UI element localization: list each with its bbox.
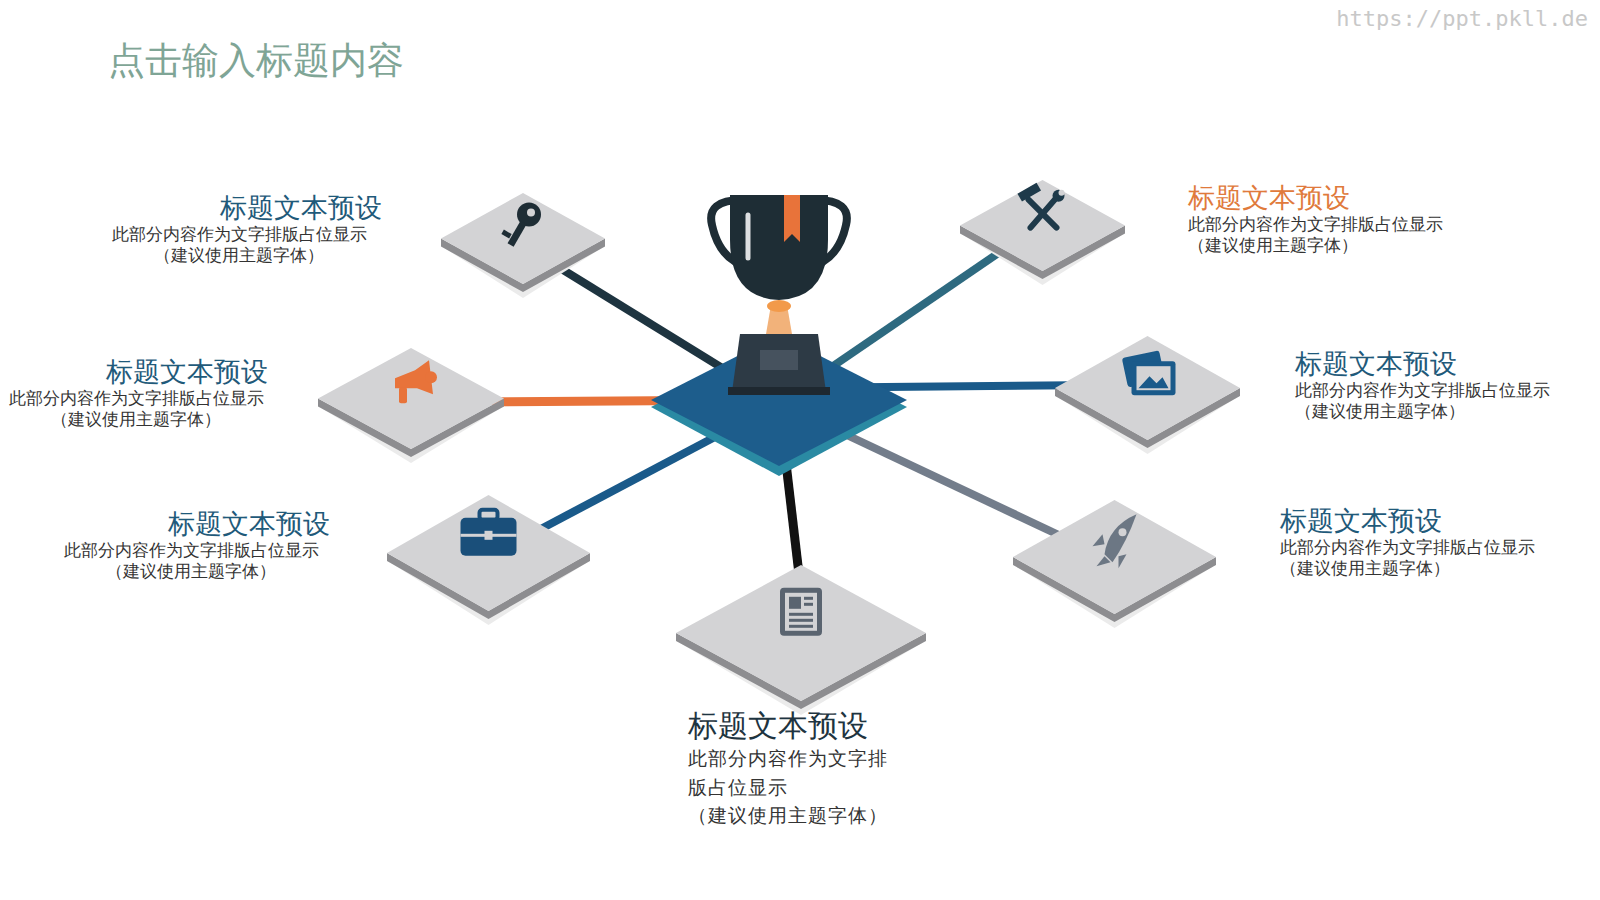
tile-heading: 标题文本预设 xyxy=(688,706,910,745)
tile-shape xyxy=(318,348,504,463)
tile-face xyxy=(1055,336,1240,440)
icon-tile: 标题文本预设此部分内容作为文字排版占位显示 （建议使用主题字体） xyxy=(1055,336,1240,454)
trophy-ribbon xyxy=(784,195,800,242)
tile-body: 此部分内容作为文字排版占位显示 （建议使用主题字体） xyxy=(1280,538,1570,579)
tile-body: 此部分内容作为文字排版占位显示 （建议使用主题字体） xyxy=(52,541,330,582)
tile-heading: 标题文本预设 xyxy=(1188,180,1478,215)
tile-shape xyxy=(1055,336,1240,454)
tile-heading: 标题文本预设 xyxy=(96,190,382,225)
trophy-shine xyxy=(746,215,751,258)
text-group: 标题文本预设此部分内容作为文字排版占位显示 （建议使用主题字体） xyxy=(52,506,330,583)
hub-face xyxy=(651,335,907,466)
text-group: 标题文本预设此部分内容作为文字排版占位显示 （建议使用主题字体） xyxy=(1188,180,1478,257)
tile-shape xyxy=(387,495,590,625)
icon-tile: 标题文本预设此部分内容作为文字排版占位显示 （建议使用主题字体） xyxy=(441,193,605,298)
tile-icon xyxy=(780,588,822,636)
tile-face xyxy=(318,348,504,449)
tile-shape xyxy=(441,193,605,298)
tile-face xyxy=(441,193,605,284)
tile-icon xyxy=(501,202,541,246)
tile-shape xyxy=(676,565,926,715)
tile-icon xyxy=(461,510,517,556)
tile-body: 此部分内容作为文字排 版占位显示 （建议使用主题字体） xyxy=(688,745,910,831)
tile-face xyxy=(676,565,926,701)
tile-heading: 标题文本预设 xyxy=(1280,503,1570,538)
icon-tile: 标题文本预设此部分内容作为文字排版占位显示 （建议使用主题字体） xyxy=(960,180,1125,285)
tile-icon xyxy=(1122,350,1176,395)
slide-title: 点击输入标题内容 xyxy=(108,36,404,86)
tile-icon xyxy=(395,360,437,403)
tile-body: 此部分内容作为文字排版占位显示 （建议使用主题字体） xyxy=(1188,215,1478,256)
tile-shape xyxy=(1013,500,1216,628)
watermark: https://ppt.pkll.de xyxy=(1336,6,1588,31)
tile-face xyxy=(387,495,590,611)
trophy-plate xyxy=(760,350,798,370)
tile-icon xyxy=(1017,183,1064,228)
tile-body: 此部分内容作为文字排版占位显示 （建议使用主题字体） xyxy=(4,389,268,430)
text-group: 标题文本预设此部分内容作为文字排版占位显示 （建议使用主题字体） xyxy=(4,354,268,431)
trophy-foot xyxy=(728,387,830,395)
icon-tile: 标题文本预设此部分内容作为文字排 版占位显示 （建议使用主题字体） xyxy=(676,565,926,715)
trophy-knot xyxy=(767,300,791,312)
tile-body: 此部分内容作为文字排版占位显示 （建议使用主题字体） xyxy=(96,225,382,266)
trophy-cup xyxy=(730,195,828,300)
tile-icon xyxy=(1093,514,1137,568)
tile-heading: 标题文本预设 xyxy=(52,506,330,541)
tile-face xyxy=(960,180,1125,271)
text-group: 标题文本预设此部分内容作为文字排版占位显示 （建议使用主题字体） xyxy=(1280,503,1570,580)
text-group: 标题文本预设此部分内容作为文字排 版占位显示 （建议使用主题字体） xyxy=(688,706,910,831)
icon-tile: 标题文本预设此部分内容作为文字排版占位显示 （建议使用主题字体） xyxy=(318,348,504,463)
tile-face xyxy=(1013,500,1216,614)
tile-heading: 标题文本预设 xyxy=(4,354,268,389)
tile-heading: 标题文本预设 xyxy=(1295,346,1585,381)
text-group: 标题文本预设此部分内容作为文字排版占位显示 （建议使用主题字体） xyxy=(96,190,382,267)
icon-tile: 标题文本预设此部分内容作为文字排版占位显示 （建议使用主题字体） xyxy=(1013,500,1216,628)
trophy-base xyxy=(732,334,826,392)
text-group: 标题文本预设此部分内容作为文字排版占位显示 （建议使用主题字体） xyxy=(1295,346,1585,423)
tile-body: 此部分内容作为文字排版占位显示 （建议使用主题字体） xyxy=(1295,381,1585,422)
tile-shape xyxy=(960,180,1125,285)
icon-tile: 标题文本预设此部分内容作为文字排版占位显示 （建议使用主题字体） xyxy=(387,495,590,625)
